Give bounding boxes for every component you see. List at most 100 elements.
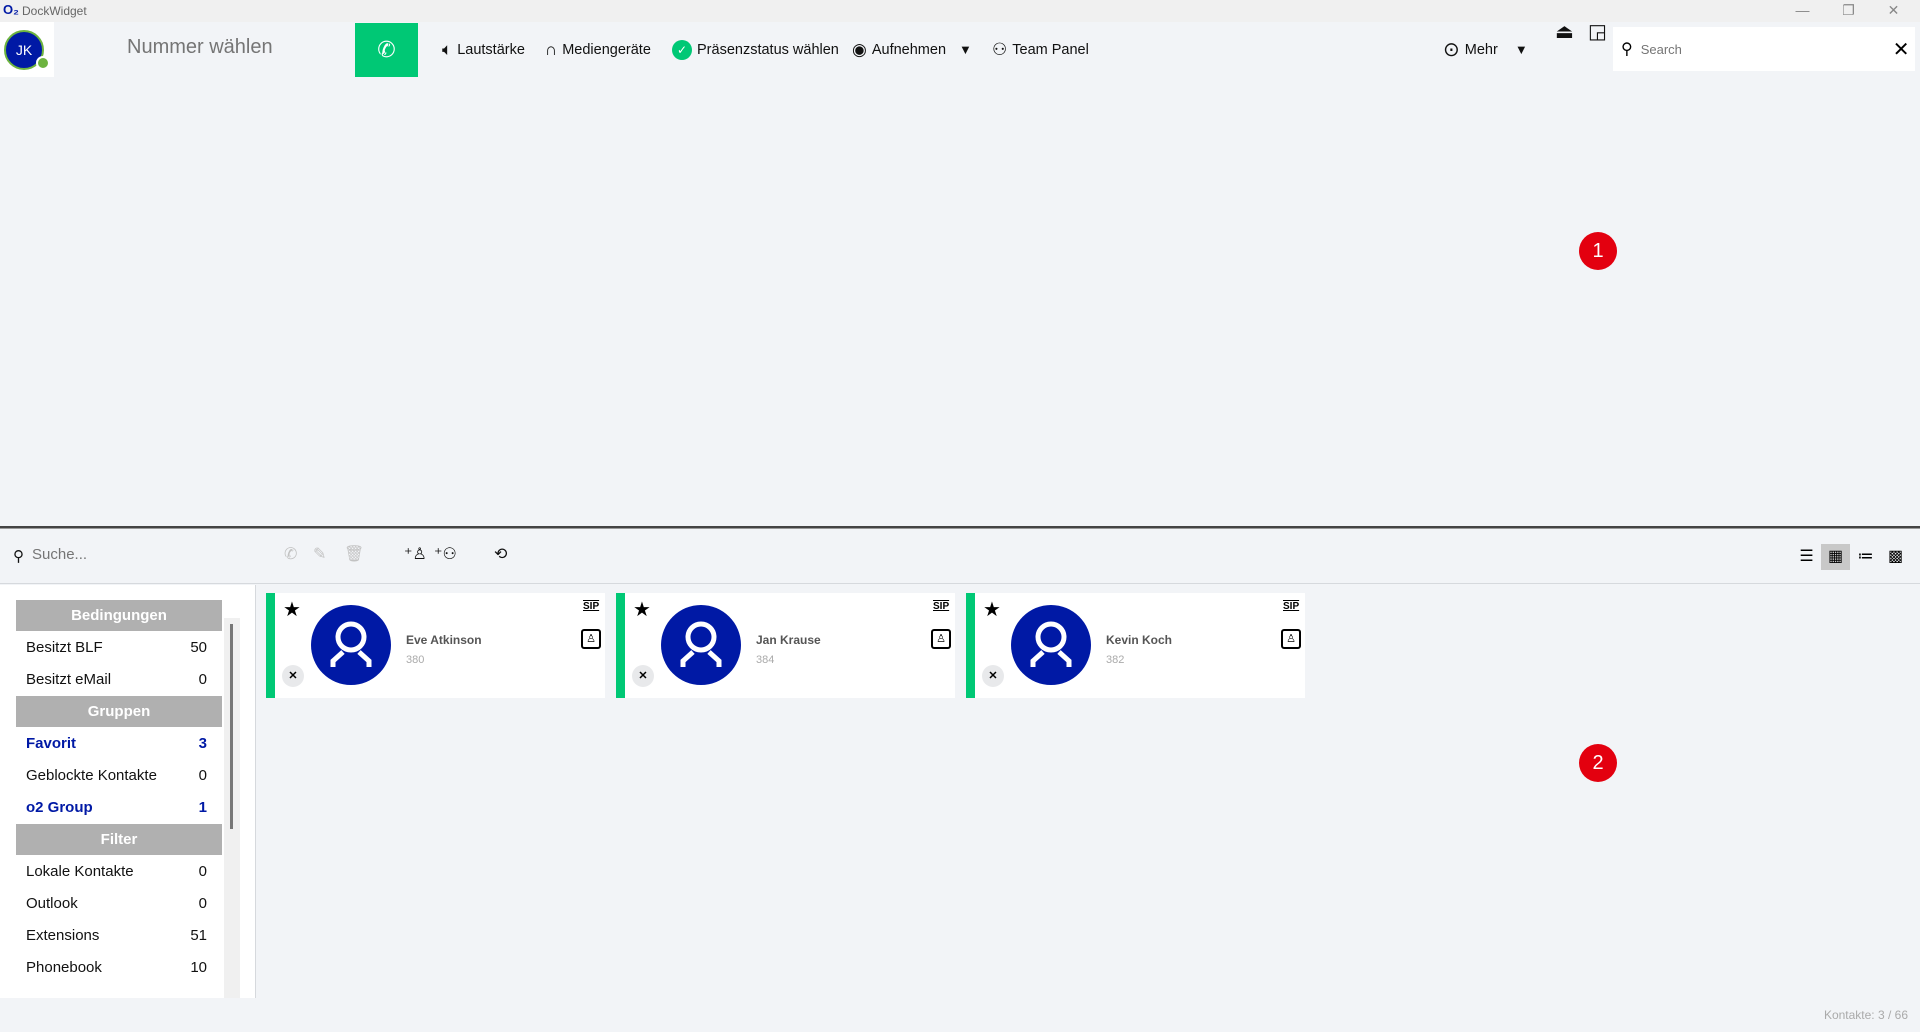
item-count: 0 [198, 670, 207, 688]
section-header-conditions: Bedingungen [16, 600, 222, 631]
team-panel-button[interactable]: ⚇Team Panel [992, 22, 1089, 77]
contact-name: Eve Atkinson [406, 633, 482, 647]
search-icon: ⚲ [1621, 41, 1633, 58]
item-count: 1 [198, 798, 207, 816]
panel-splitter[interactable] [0, 526, 1920, 529]
contact-card[interactable]: ★ ✕ Eve Atkinson 380 SIP ♙ [266, 593, 605, 698]
annotation-badge-1: 1 [1579, 232, 1617, 270]
record-icon: ◉ [852, 40, 867, 59]
person-icon [330, 621, 372, 667]
item-label: Phonebook [26, 958, 102, 976]
view-grid-avatar-icon[interactable]: ▦ [1821, 544, 1850, 570]
annotation-badge-2: 2 [1579, 744, 1617, 782]
star-icon[interactable]: ★ [633, 599, 651, 621]
chevron-down-icon[interactable]: ▼ [959, 42, 972, 57]
record-button[interactable]: ◉Aufnehmen ▼ [852, 22, 972, 77]
contact-search-input[interactable] [32, 546, 232, 563]
item-label: Besitzt eMail [26, 670, 112, 688]
volume-label: Lautstärke [457, 41, 525, 58]
scrollbar-thumb[interactable] [230, 624, 233, 829]
star-icon[interactable]: ★ [283, 599, 301, 621]
call-button[interactable]: ✆ [355, 23, 418, 77]
item-label: Lokale Kontakte [26, 862, 134, 880]
minimize-button[interactable]: — [1795, 2, 1810, 18]
sidebar-item-blocked[interactable]: Geblockte Kontakte 0 [26, 759, 207, 791]
person-icon [680, 621, 722, 667]
media-devices-label: Mediengeräte [562, 41, 651, 58]
contact-avatar [1011, 605, 1091, 685]
contact-count: Kontakte: 3 / 66 [1823, 1008, 1908, 1022]
window-title: DockWidget [22, 4, 87, 18]
item-count: 10 [190, 958, 207, 976]
call-contact-icon[interactable]: ✆ [284, 546, 298, 563]
dial-number-input[interactable] [127, 36, 337, 59]
item-label: Geblockte Kontakte [26, 766, 157, 784]
speaker-icon: 🔈︎ [442, 40, 453, 59]
close-window-button[interactable]: ✕ [1887, 2, 1900, 18]
item-label: Extensions [26, 926, 100, 944]
sidebar-item-o2-group[interactable]: o2 Group 1 [26, 791, 207, 823]
item-count: 0 [198, 766, 207, 784]
add-group-icon[interactable]: ⁺⚇ [434, 546, 457, 563]
headset-icon: ∩ [545, 40, 558, 59]
item-count: 50 [190, 638, 207, 656]
more-icon: ⊙ [1443, 38, 1460, 61]
view-list-avatar-icon[interactable]: ☰ [1799, 548, 1814, 565]
view-list-icon[interactable]: ≔ [1857, 548, 1874, 565]
more-label: Mehr [1464, 41, 1498, 58]
sync-icon[interactable]: ⟲ [494, 546, 508, 563]
sidebar-item-has-email[interactable]: Besitzt eMail 0 [26, 663, 207, 695]
sidebar-scrollbar[interactable] [224, 618, 240, 998]
vcard-icon[interactable]: ♙ [931, 629, 951, 649]
contact-avatar [661, 605, 741, 685]
item-label: o2 Group [26, 798, 93, 816]
phone-icon: ✆ [377, 37, 396, 62]
vcard-icon[interactable]: ♙ [1281, 629, 1301, 649]
remove-icon[interactable]: ✕ [632, 665, 654, 687]
status-dot-icon [36, 56, 50, 70]
remove-icon[interactable]: ✕ [282, 665, 304, 687]
contact-name: Kevin Koch [1106, 633, 1173, 647]
layout-icon[interactable]: ◲ [1588, 21, 1607, 43]
remove-icon[interactable]: ✕ [982, 665, 1004, 687]
contact-extension: 380 [406, 654, 425, 666]
person-icon [1030, 621, 1072, 667]
clear-search-icon[interactable]: ✕ [1892, 38, 1910, 61]
edit-icon[interactable]: ✎ [313, 546, 327, 563]
sip-icon: SIP [933, 601, 950, 612]
more-button[interactable]: ⊙Mehr ▼ [1443, 22, 1528, 77]
presence-button[interactable]: ✓ Präsenzstatus wählen [672, 22, 839, 77]
o2-logo: O₂ [3, 2, 19, 17]
avatar[interactable]: JK [4, 30, 44, 70]
contact-extension: 382 [1106, 654, 1125, 666]
chevron-down-icon: ▼ [1514, 42, 1528, 57]
view-grid-icon[interactable]: ▩ [1887, 548, 1904, 565]
team-icon: ⚇ [992, 40, 1008, 59]
team-panel-label: Team Panel [1012, 41, 1089, 58]
trash-icon[interactable]: 🗑︎ [344, 546, 365, 563]
presence-label: Präsenzstatus wählen [697, 41, 839, 58]
media-devices-button[interactable]: ∩Mediengeräte [545, 22, 651, 77]
volume-button[interactable]: 🔈︎Lautstärke [442, 22, 525, 77]
undock-icon[interactable]: ⏏ [1555, 21, 1574, 43]
restore-button[interactable]: ❐ [1842, 2, 1855, 18]
contact-card[interactable]: ★ ✕ Kevin Koch 382 SIP ♙ [966, 593, 1305, 698]
contact-card[interactable]: ★ ✕ Jan Krause 384 SIP ♙ [616, 593, 955, 698]
title-bar: O₂ DockWidget — ❐ ✕ [0, 0, 1920, 22]
search-input[interactable] [1640, 41, 1871, 57]
star-icon[interactable]: ★ [983, 599, 1001, 621]
record-label: Aufnehmen [871, 41, 947, 58]
add-contact-icon[interactable]: ⁺♙ [404, 546, 427, 563]
vcard-icon[interactable]: ♙ [581, 629, 601, 649]
search-icon: ⚲ [13, 548, 24, 565]
item-label: Favorit [26, 734, 77, 752]
sidebar-item-phonebook[interactable]: Phonebook 10 [26, 951, 207, 983]
section-header-groups: Gruppen [16, 696, 222, 727]
presence-icon: ✓ [672, 39, 692, 60]
user-avatar-box[interactable]: JK [0, 22, 54, 77]
